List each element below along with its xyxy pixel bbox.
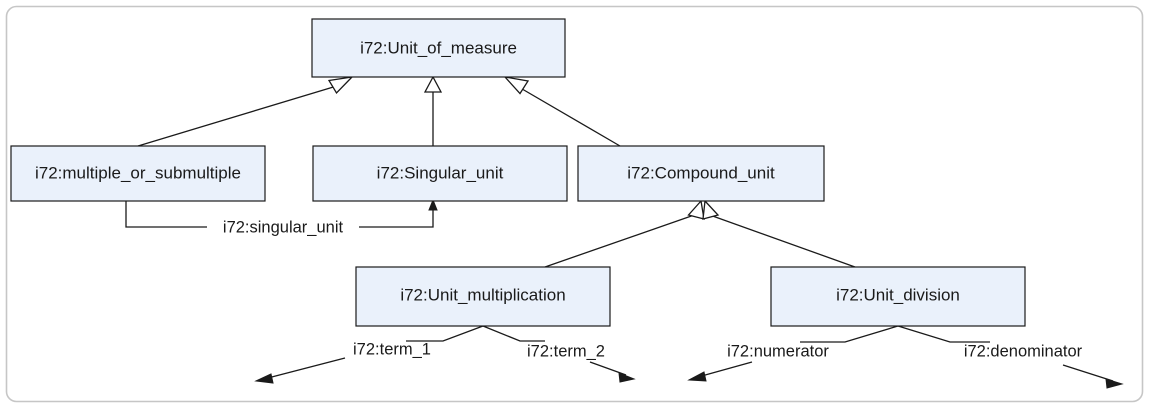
generalization-arrowhead-icon — [702, 199, 720, 220]
diagram-frame — [5, 5, 1144, 403]
association-line — [482, 325, 545, 342]
class-box-unit-division[interactable]: i72:Unit_division — [770, 266, 1026, 327]
association-arrowhead-icon — [1105, 378, 1124, 389]
association-line-tail — [1062, 364, 1114, 382]
class-box-compound-unit[interactable]: i72:Compound_unit — [577, 145, 825, 202]
association-label-term-2: i72:term_2 — [527, 342, 605, 360]
generalization-singular-to-unit-of-measure — [423, 75, 443, 146]
class-box-rect — [10, 145, 266, 202]
class-box-rect — [311, 18, 566, 78]
generalization-compound-to-unit-of-measure — [503, 76, 621, 147]
class-box-rect — [577, 145, 825, 202]
class-box-rect — [355, 266, 611, 327]
association-label-singular-unit: i72:singular_unit — [223, 218, 344, 236]
class-box-unit-multiplication[interactable]: i72:Unit_multiplication — [355, 266, 611, 327]
class-box-label: i72:multiple_or_submultiple — [35, 163, 241, 182]
association-arrowhead-icon — [687, 371, 707, 382]
generalization-arrowhead-icon — [327, 76, 354, 95]
generalization-multiplication-to-compound — [544, 199, 705, 268]
association-line — [897, 325, 990, 343]
association-label-backing — [207, 216, 359, 237]
class-box-unit-of-measure[interactable]: i72:Unit_of_measure — [311, 18, 566, 78]
generalization-arrowhead-icon — [687, 199, 705, 220]
association-label-term-1: i72:term_1 — [353, 340, 431, 358]
generalization-line — [137, 84, 341, 147]
generalization-multiple-to-unit-of-measure — [137, 76, 354, 147]
association-singular-unit: i72:singular_unit — [125, 198, 438, 237]
class-box-label: i72:Unit_multiplication — [400, 285, 565, 304]
class-box-label: i72:Unit_division — [836, 285, 960, 304]
association-line-tail — [263, 357, 346, 380]
association-line-tail — [697, 361, 753, 378]
class-box-label: i72:Compound_unit — [627, 163, 775, 182]
generalization-arrowhead-icon — [503, 76, 530, 95]
association-arrowhead-icon — [254, 373, 274, 384]
association-line — [800, 325, 899, 343]
association-denominator: i72:denominator — [897, 325, 1124, 389]
class-box-rect — [312, 145, 568, 202]
association-term-2: i72:term_2 — [482, 325, 636, 383]
generalization-division-to-compound — [702, 199, 856, 268]
class-box-rect — [770, 266, 1026, 327]
association-line — [406, 325, 484, 342]
association-numerator: i72:numerator — [687, 325, 899, 382]
association-label-denominator: i72:denominator — [964, 342, 1083, 360]
association-arrowhead-icon — [428, 198, 438, 211]
association-term-1: i72:term_1 — [254, 325, 484, 384]
class-box-singular-unit[interactable]: i72:Singular_unit — [312, 145, 568, 202]
class-box-multiple-or-submultiple[interactable]: i72:multiple_or_submultiple — [10, 145, 266, 202]
generalization-line — [544, 212, 701, 268]
generalization-line — [706, 213, 856, 268]
association-line-tail — [589, 361, 627, 376]
generalization-line — [516, 85, 621, 147]
association-label-numerator: i72:numerator — [727, 342, 829, 360]
class-box-label: i72:Singular_unit — [377, 163, 504, 182]
generalization-arrowhead-icon — [423, 75, 443, 93]
class-box-label: i72:Unit_of_measure — [360, 38, 517, 57]
association-arrowhead-icon — [618, 372, 636, 383]
